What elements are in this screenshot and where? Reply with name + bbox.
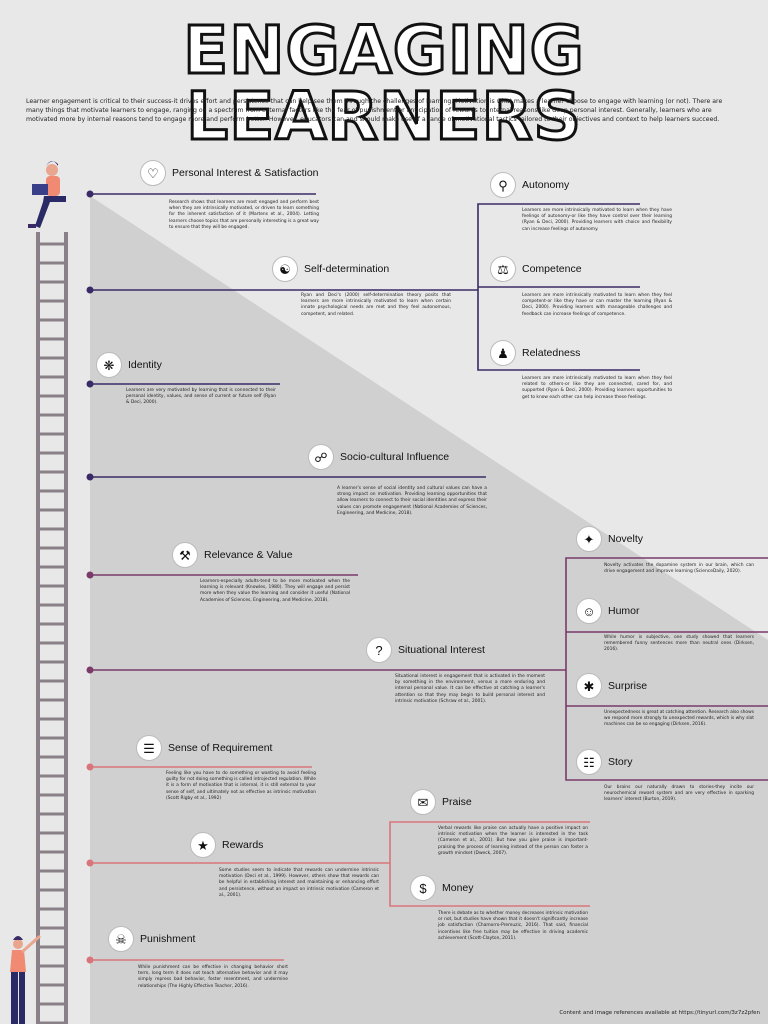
- heading-autonomy: ⚲ Autonomy: [490, 172, 569, 198]
- person-reaching-illustration: [10, 934, 41, 1024]
- heading-label: Autonomy: [522, 179, 570, 191]
- heading-surprise: ✱ Surprise: [576, 673, 647, 699]
- heading-relatedness: ♟ Relatedness: [490, 340, 580, 366]
- heading-punishment: ☠ Punishment: [108, 926, 195, 952]
- trophy-icon: ⚖: [490, 256, 516, 282]
- heading-label: Surprise: [608, 680, 648, 692]
- heading-label: Praise: [442, 796, 472, 808]
- ladder-rungs: [38, 242, 66, 1024]
- text-sense-of-requirement: Feeling like you have to do something or…: [166, 771, 316, 801]
- network-icon: ☍: [308, 444, 334, 470]
- heading-label: Sense of Requirement: [168, 742, 273, 754]
- intro-paragraph: Learner engagement is critical to their …: [26, 98, 723, 123]
- heading-story: ☷ Story: [576, 749, 633, 775]
- heading-rewards: ★ Rewards: [190, 832, 263, 858]
- text-personal-interest: Research shows that learners are most en…: [169, 200, 319, 230]
- text-competence: Learners are more intrinsically motivate…: [522, 293, 672, 317]
- text-surprise: Unexpectedness is great at catching atte…: [604, 710, 754, 728]
- text-relatedness: Learners are more intrinsically motivate…: [522, 376, 672, 400]
- text-relevance-value: Learners-especially adults-tend to be mo…: [200, 579, 350, 603]
- heading-label: Relatedness: [522, 347, 581, 359]
- text-story: Our brains our naturally drawn to storie…: [604, 785, 754, 803]
- heading-identity: ❋ Identity: [96, 352, 162, 378]
- heading-label: Competence: [522, 263, 582, 275]
- plum-dots: [86, 571, 94, 674]
- text-punishment: While punishment can be effective in cha…: [138, 965, 288, 989]
- heading-label: Money: [442, 882, 474, 894]
- purple-dots: [86, 190, 94, 481]
- tools-icon: ⚒: [172, 542, 198, 568]
- gray-wedge: [90, 196, 768, 1024]
- text-humor: While humor is subjective, one study sho…: [604, 635, 754, 653]
- meditation-icon: ☯: [272, 256, 298, 282]
- heading-label: Humor: [608, 605, 640, 617]
- salmon-lines: [90, 766, 590, 961]
- heading-label: Identity: [128, 359, 162, 371]
- heading-label: Situational Interest: [398, 644, 485, 656]
- heading-personal-interest: ♡ Personal Interest & Satisfaction: [140, 160, 319, 186]
- purple-lines: [90, 193, 640, 478]
- clipboard-icon: ☰: [136, 735, 162, 761]
- text-praise: Verbal rewards like praise can actually …: [438, 826, 588, 856]
- heading-label: Rewards: [222, 839, 264, 851]
- heading-label: Punishment: [140, 933, 196, 945]
- heading-humor: ☺ Humor: [576, 598, 640, 624]
- lightbulb-icon: ⚲: [490, 172, 516, 198]
- megaphone-icon: ✉: [410, 789, 436, 815]
- lightbulb-question-icon: ?: [366, 637, 392, 663]
- heading-socio-cultural: ☍ Socio-cultural Influence: [308, 444, 449, 470]
- heading-label: Story: [608, 756, 633, 768]
- salmon-dots: [86, 763, 94, 964]
- money-bag-icon: $: [410, 875, 436, 901]
- heart-icon: ♡: [140, 160, 166, 186]
- footer-references: Content and image references available a…: [559, 1010, 760, 1016]
- sparkle-icon: ✦: [576, 526, 602, 552]
- skull-icon: ☠: [108, 926, 134, 952]
- heading-label: Socio-cultural Influence: [340, 451, 450, 463]
- book-icon: ☷: [576, 749, 602, 775]
- text-self-determination: Ryan and Deci's (2000) self-determinatio…: [301, 293, 451, 317]
- text-money: There is debate as to whether money decr…: [438, 911, 588, 941]
- text-situational-interest: Situational interest is engagement that …: [395, 674, 545, 704]
- text-autonomy: Learners are more intrinsically motivate…: [522, 208, 672, 232]
- person-with-laptop-illustration: [28, 161, 66, 228]
- heading-competence: ⚖ Competence: [490, 256, 582, 282]
- heading-novelty: ✦ Novelty: [576, 526, 643, 552]
- heading-label: Novelty: [608, 533, 644, 545]
- heading-sense-of-requirement: ☰ Sense of Requirement: [136, 735, 272, 761]
- plum-lines: [90, 557, 768, 781]
- ladder: [36, 232, 68, 1024]
- heading-praise: ✉ Praise: [410, 789, 472, 815]
- text-novelty: Novelty activates the dopamine system in…: [604, 563, 754, 575]
- page-title: ENGAGING LEARNERS: [182, 12, 586, 155]
- heading-relevance-value: ⚒ Relevance & Value: [172, 542, 293, 568]
- surprise-icon: ✱: [576, 673, 602, 699]
- heading-situational-interest: ? Situational Interest: [366, 637, 485, 663]
- text-rewards: Some studies seem to indicate that rewar…: [219, 868, 379, 898]
- text-socio-cultural: A learner's sense of social identity and…: [337, 486, 487, 516]
- heading-money: $ Money: [410, 875, 474, 901]
- text-identity: Learners are very motivated by learning …: [126, 388, 276, 406]
- trophy-cup-icon: ★: [190, 832, 216, 858]
- heading-label: Self-determination: [304, 263, 390, 275]
- fingerprint-icon: ❋: [96, 352, 122, 378]
- heading-label: Personal Interest & Satisfaction: [172, 167, 319, 179]
- heading-label: Relevance & Value: [204, 549, 293, 561]
- people-icon: ♟: [490, 340, 516, 366]
- heading-self-determination: ☯ Self-determination: [272, 256, 389, 282]
- laugh-icon: ☺: [576, 598, 602, 624]
